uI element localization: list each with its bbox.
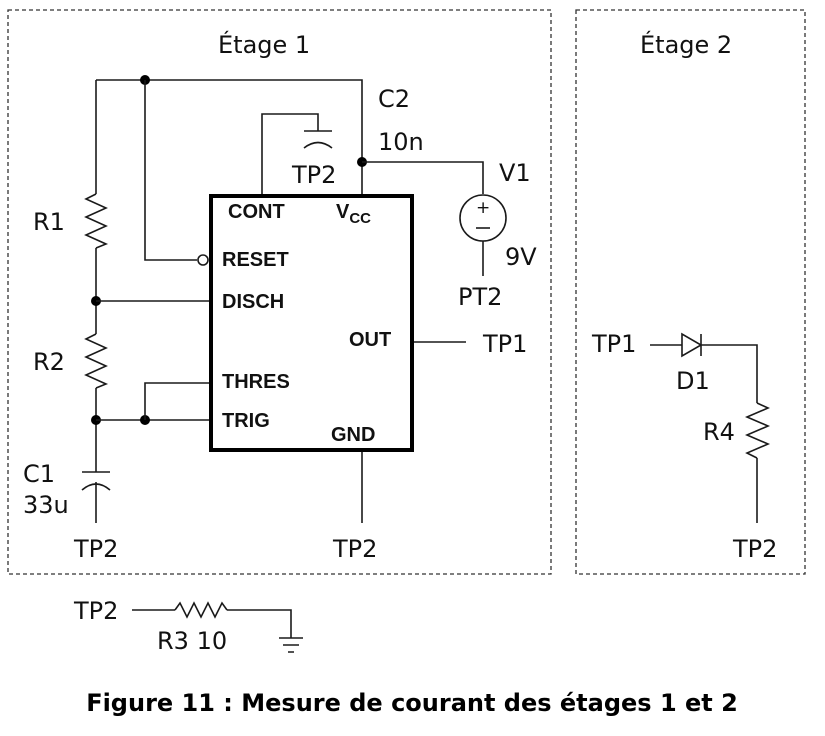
figure-caption: Figure 11 : Mesure de courant des étages… [86, 689, 738, 717]
pin-disch-label: DISCH [222, 291, 284, 313]
vcc-to-v1-wire [362, 161, 484, 194]
d1-diode-triangle [681, 332, 703, 358]
r3-resistor [174, 601, 228, 619]
tp1-out-label: TP1 [482, 330, 527, 358]
v1-value-label: 9V [505, 243, 537, 271]
cont-wire [261, 113, 319, 196]
pin-gnd-label: GND [331, 424, 375, 446]
stage2-title: Étage 2 [640, 30, 732, 59]
v1-plus-sign: + [476, 198, 490, 218]
pin-thres-label: THRES [222, 371, 290, 393]
r1-resistor [84, 193, 109, 249]
pin-trig-label: TRIG [222, 410, 270, 432]
reset-inversion-bubble [197, 254, 209, 266]
reset-wire [144, 80, 197, 261]
tp2-c2-label: TP2 [291, 161, 336, 189]
tp2-c1-label: TP2 [73, 535, 118, 563]
timer-ic-body [209, 194, 414, 452]
r3-label: R3 10 [157, 627, 227, 655]
v1-label: V1 [499, 159, 531, 187]
r2-label: R2 [33, 348, 65, 376]
thres-wire [144, 382, 211, 420]
r4-label: R4 [703, 418, 735, 446]
tp2-stage2-label: TP2 [732, 535, 777, 563]
d1-label: D1 [676, 367, 710, 395]
c2-value-label: 10n [378, 128, 424, 156]
pin-out-label: OUT [349, 329, 391, 351]
c2-label: C2 [378, 85, 410, 113]
c1-label: C1 [23, 460, 55, 488]
pt2-label: PT2 [458, 283, 502, 311]
stage1-border [7, 9, 552, 575]
stage2-border [575, 9, 806, 575]
pin-reset-label: RESET [222, 249, 289, 271]
r1-label: R1 [33, 208, 65, 236]
r3-right-wire [227, 609, 292, 638]
r4-resistor [744, 402, 771, 459]
r2-resistor [84, 333, 109, 389]
c2-plate-bottom [303, 141, 333, 149]
c1-value-label: 33u [23, 491, 69, 519]
pin-vcc-label: VCC [336, 201, 371, 227]
tp2-gnd-label: TP2 [332, 535, 377, 563]
pin-cont-label: CONT [228, 201, 285, 223]
tp1-stage2-label: TP1 [591, 330, 636, 358]
tp2-r3-label: TP2 [73, 597, 118, 625]
ground-icon [279, 637, 303, 653]
stage1-title: Étage 1 [218, 30, 310, 59]
d1-to-r4-wire [701, 344, 758, 403]
